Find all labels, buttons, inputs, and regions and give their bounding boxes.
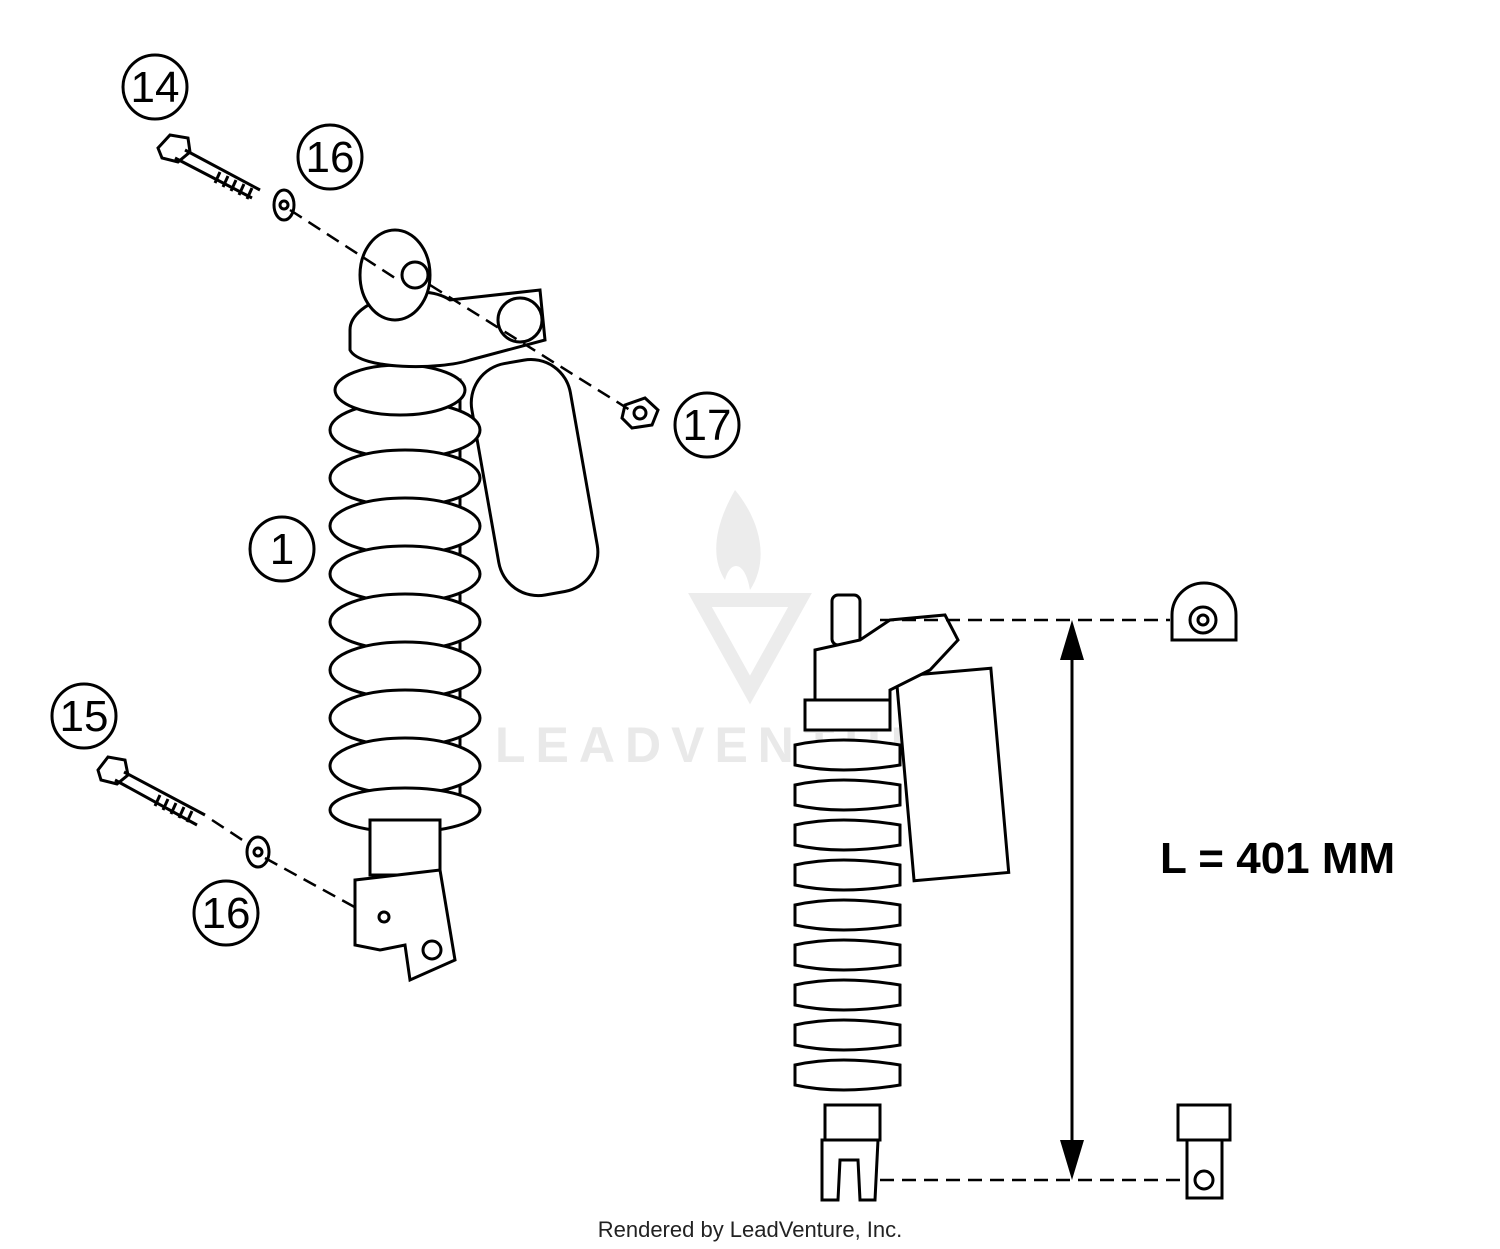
- bottom-clevis: [353, 868, 457, 983]
- bolt-14: [156, 133, 261, 200]
- watermark-v-icon: [688, 593, 812, 705]
- coil-spring-side: [793, 738, 902, 1092]
- bottom-adjuster-side: [823, 1103, 882, 1142]
- callout-1: 1: [248, 515, 316, 583]
- bottom-clevis-detail-icon: [1176, 1103, 1232, 1200]
- dimension-label: L = 401 MM: [1160, 834, 1395, 883]
- leader-bottom-bolt: [211, 818, 251, 847]
- svg-text:15: 15: [60, 692, 109, 741]
- callout-16-bottom: 16: [192, 879, 260, 947]
- adjuster-knob-icon: [496, 296, 544, 344]
- shock-absorber-side-view: [793, 593, 1011, 1202]
- svg-text:16: 16: [306, 133, 355, 182]
- top-mount-side: [830, 593, 862, 647]
- leader-nut: [429, 283, 631, 412]
- bottom-clevis-side: [820, 1138, 880, 1202]
- callout-16-top: 16: [296, 123, 364, 191]
- footer-credit: Rendered by LeadVenture, Inc.: [598, 1217, 903, 1242]
- reservoir-side: [894, 666, 1011, 883]
- dimension-arrow: [1060, 620, 1084, 1180]
- spring-preload-collar: [333, 363, 467, 417]
- shock-absorber-exploded: [328, 228, 600, 983]
- bottom-adjuster: [368, 818, 442, 877]
- leader-bottom-washer: [264, 856, 361, 912]
- reservoir-canister: [469, 357, 600, 598]
- top-mount-eye: [358, 228, 432, 322]
- callout-17: 17: [673, 391, 741, 459]
- callout-15: 15: [50, 682, 118, 750]
- top-eye-detail-icon: [1170, 581, 1238, 642]
- callout-14: 14: [121, 53, 189, 121]
- washer-16-top: [272, 188, 296, 222]
- svg-text:17: 17: [683, 401, 732, 450]
- bolt-15: [96, 755, 206, 827]
- svg-text:16: 16: [202, 889, 251, 938]
- watermark-flame-icon: [716, 490, 761, 590]
- nut-17: [620, 396, 660, 430]
- coil-spring: [328, 400, 482, 834]
- washer-16-bottom: [245, 835, 271, 869]
- collar-side: [803, 698, 892, 732]
- svg-text:14: 14: [131, 63, 180, 112]
- svg-text:1: 1: [270, 525, 294, 574]
